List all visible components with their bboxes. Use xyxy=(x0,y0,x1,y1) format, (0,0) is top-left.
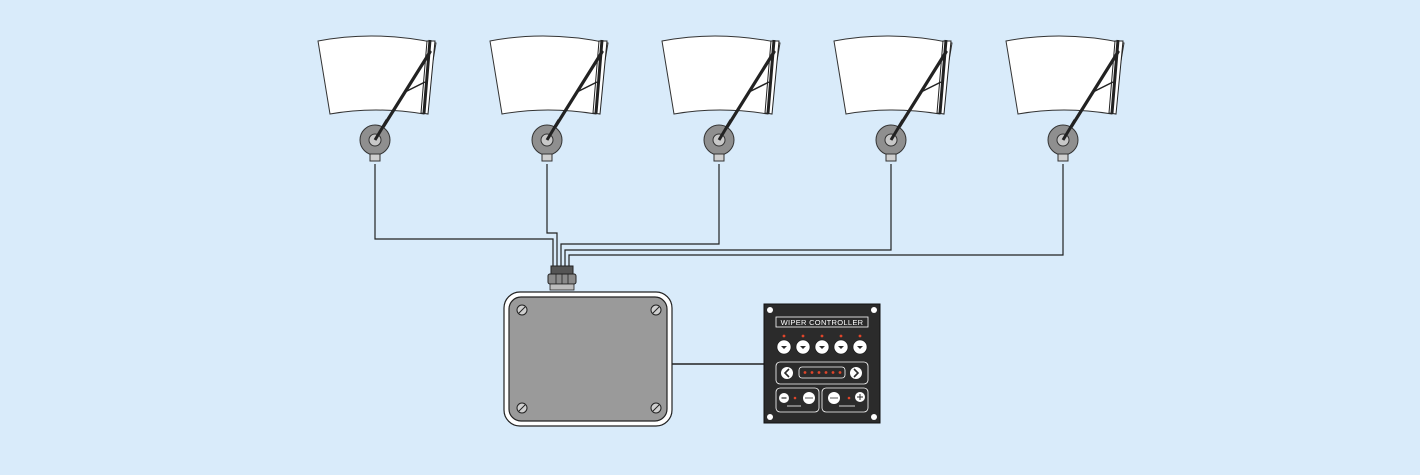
status-led xyxy=(847,396,851,400)
sweep-area xyxy=(661,35,781,115)
wiper-indicator-led xyxy=(839,334,843,338)
sweep-area xyxy=(1005,35,1125,115)
wiper-controller-panel: WIPER CONTROLLER xyxy=(763,303,881,424)
wiper-indicator-led xyxy=(820,334,824,338)
status-led xyxy=(793,396,797,400)
wiper-arm-link xyxy=(748,81,770,93)
controller-title: WIPER CONTROLLER xyxy=(781,318,864,327)
chevron-right-icon xyxy=(853,368,860,378)
wiper-connector xyxy=(1057,153,1069,162)
wiper-assemblies xyxy=(317,35,1125,162)
wiper-wire xyxy=(546,164,558,266)
wiper-icon xyxy=(838,346,844,349)
wiper-arm-link xyxy=(404,81,426,93)
wiper-assembly xyxy=(661,35,781,162)
wiper-icon xyxy=(819,346,825,349)
wiper-wire xyxy=(560,164,720,266)
minus-button[interactable] xyxy=(779,393,789,403)
wiper-select-buttons xyxy=(776,334,868,355)
speed-led xyxy=(810,371,814,374)
wiper-arm-link xyxy=(1092,81,1114,93)
speed-led xyxy=(817,371,821,374)
washer-button[interactable] xyxy=(855,392,865,402)
wiper-indicator-led xyxy=(858,334,862,338)
wiper-connector xyxy=(369,153,381,162)
wiper-connector xyxy=(713,153,725,162)
right-arrow-button[interactable] xyxy=(850,367,862,379)
wiper-select-button[interactable] xyxy=(795,339,811,355)
wiper-assembly xyxy=(833,35,953,162)
auto-button[interactable] xyxy=(803,392,815,404)
wiper-select-button[interactable] xyxy=(814,339,830,355)
speed-led xyxy=(803,371,807,374)
wiper-select-button[interactable] xyxy=(852,339,868,355)
wiring-harness xyxy=(374,164,1064,266)
sweep-area xyxy=(489,35,609,115)
wiper-select-button[interactable] xyxy=(776,339,792,355)
wiper-connector xyxy=(541,153,553,162)
speed-led xyxy=(831,371,835,374)
wiper-assembly xyxy=(1005,35,1125,162)
wiper-select-button[interactable] xyxy=(833,339,849,355)
wiper-wire xyxy=(568,164,1064,266)
wiper-indicator-led xyxy=(801,334,805,338)
wiper-indicator-led xyxy=(782,334,786,338)
junction-box xyxy=(503,291,673,427)
off-button[interactable] xyxy=(828,392,840,404)
wiper-icon xyxy=(857,346,863,349)
wiper-connector xyxy=(885,153,897,162)
wiper-assembly xyxy=(489,35,609,162)
sweep-area xyxy=(317,35,437,115)
wiper-icon xyxy=(800,346,806,349)
left-arrow-button[interactable] xyxy=(781,367,793,379)
wiper-wire xyxy=(564,164,892,266)
wiper-arm-link xyxy=(576,81,598,93)
junction-box-screws xyxy=(516,304,662,414)
wiper-icon xyxy=(781,346,787,349)
washer-icon xyxy=(857,394,863,400)
wiper-arm-link xyxy=(920,81,942,93)
cable-gland xyxy=(547,265,577,291)
wiper-wire xyxy=(374,164,554,266)
speed-led xyxy=(824,371,828,374)
chevron-left-icon xyxy=(783,368,790,378)
sweep-area xyxy=(833,35,953,115)
speed-led xyxy=(838,371,842,374)
wiper-assembly xyxy=(317,35,437,162)
speed-indicator-leds xyxy=(803,371,842,374)
